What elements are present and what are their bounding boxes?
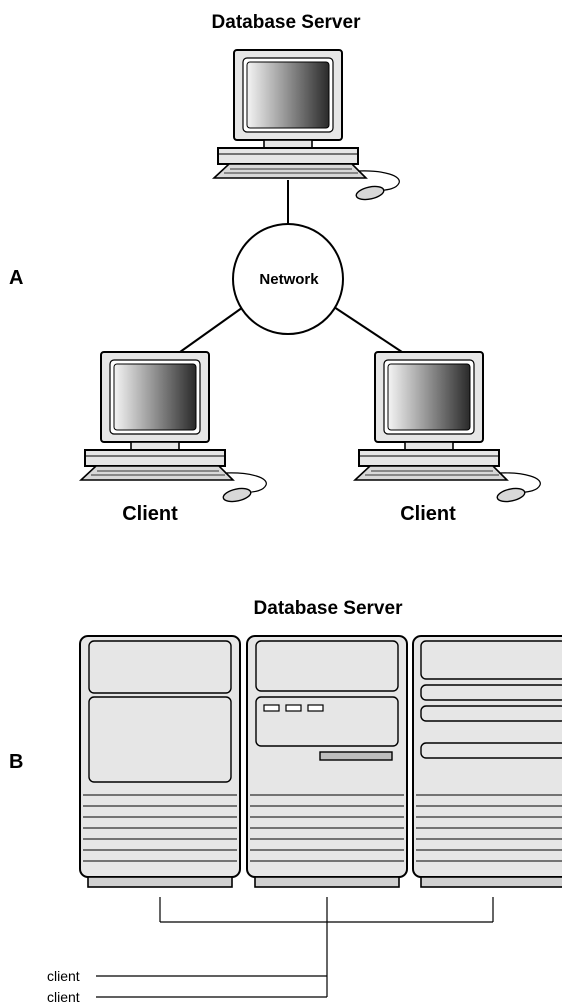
server-tower-2-icon xyxy=(246,635,408,888)
database-server-computer-icon xyxy=(213,49,401,203)
network-node xyxy=(232,223,344,335)
server-tower-3-icon xyxy=(412,635,562,888)
server-tower-1-icon xyxy=(79,635,241,888)
client-left-computer-icon xyxy=(80,351,268,505)
client-1-label: client xyxy=(47,968,80,984)
database-server-title-b: Database Server xyxy=(254,598,404,619)
panel-a: A Database Server Network Client Client xyxy=(9,12,542,525)
panel-b: B Database Server xyxy=(9,598,562,1005)
network-client-right-link xyxy=(330,304,403,353)
client-2-label: client xyxy=(47,989,80,1005)
client-left-label: Client xyxy=(122,503,178,525)
network-client-left-link xyxy=(179,304,247,353)
server-bus-connector xyxy=(159,897,494,997)
database-server-title-a: Database Server xyxy=(212,12,362,33)
panel-a-label: A xyxy=(9,267,23,289)
client-right-label: Client xyxy=(400,503,456,525)
panel-b-label: B xyxy=(9,751,23,773)
client-right-computer-icon xyxy=(354,351,542,505)
network-label: Network xyxy=(259,271,319,288)
